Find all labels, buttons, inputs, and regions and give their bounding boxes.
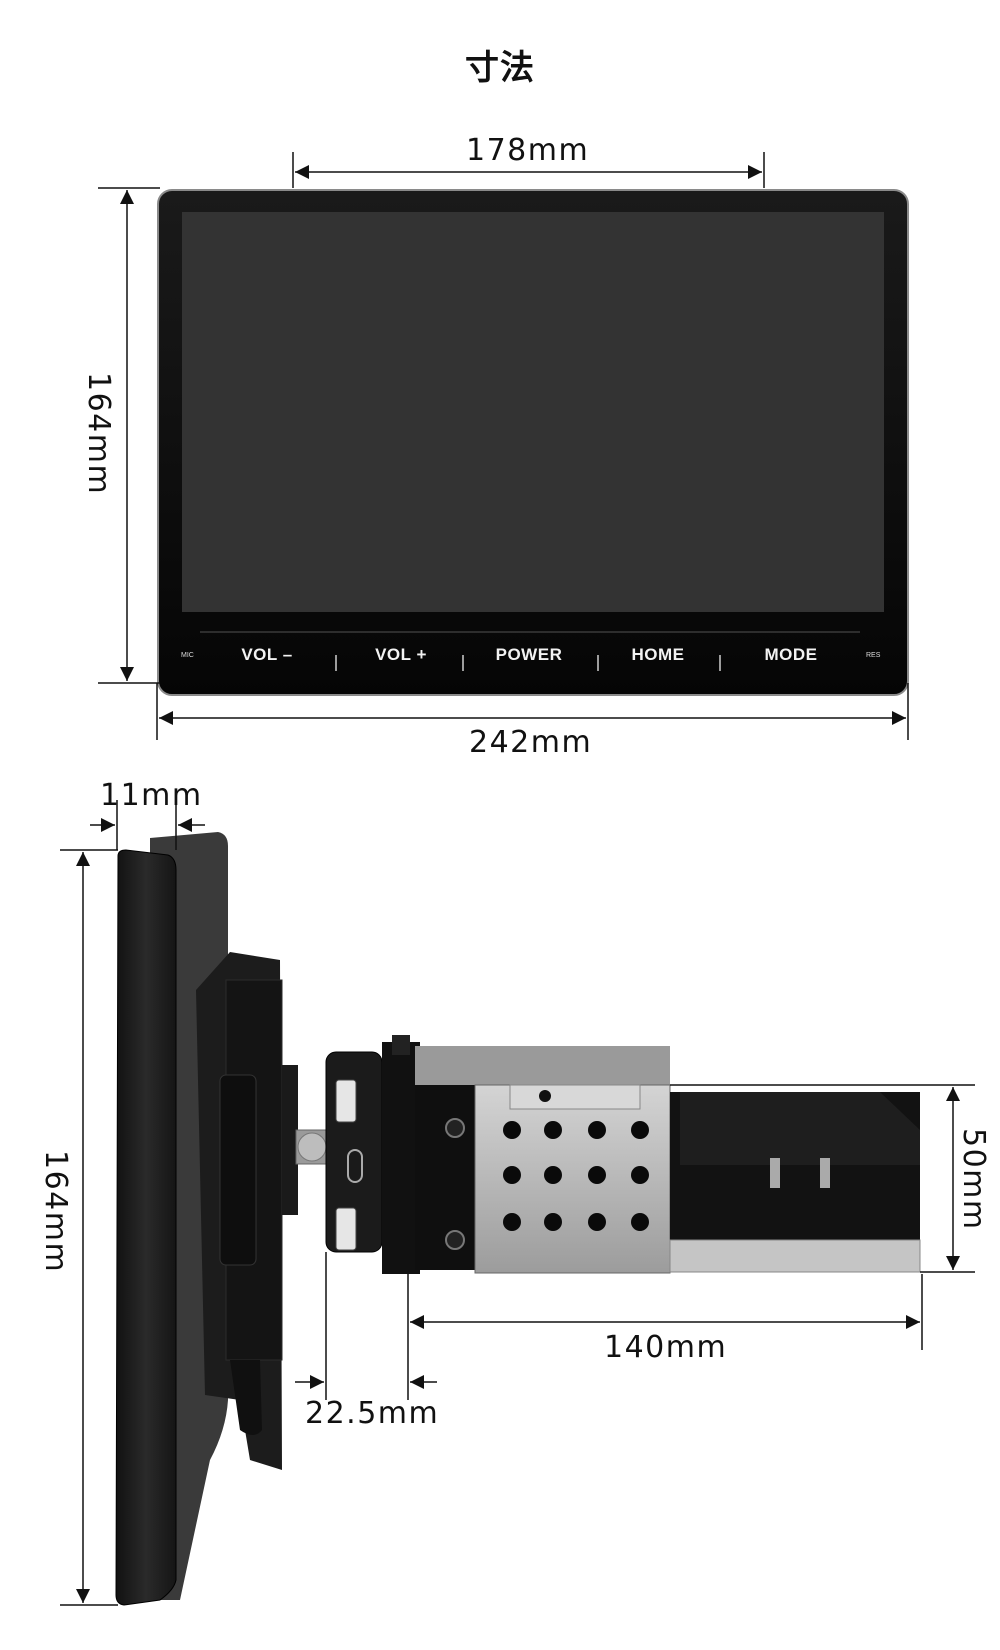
label-chassis-height: 50mm bbox=[956, 1128, 991, 1231]
power-button: POWER bbox=[495, 645, 563, 664]
dim-panel-thickness bbox=[90, 800, 205, 850]
mode-button: MODE bbox=[764, 645, 818, 664]
dim-total-width bbox=[156, 683, 909, 740]
usb-c-port bbox=[347, 1149, 363, 1183]
dim-chassis-height bbox=[670, 1084, 975, 1273]
label-mount-offset: 22.5mm bbox=[305, 1396, 440, 1431]
side-view bbox=[115, 832, 921, 1606]
page-title: 寸法 bbox=[465, 48, 535, 88]
dim-mount-offset bbox=[295, 1252, 437, 1400]
din-frame bbox=[382, 1042, 420, 1274]
panel-front-face bbox=[115, 849, 177, 1606]
home-button: HOME bbox=[631, 645, 685, 664]
front-screen bbox=[182, 212, 884, 612]
label-side-height: 164mm bbox=[38, 1150, 73, 1274]
usb-port-bottom bbox=[335, 1207, 357, 1251]
chassis-holes bbox=[503, 1121, 649, 1231]
chassis-floor bbox=[669, 1239, 921, 1273]
label-chassis-depth: 140mm bbox=[604, 1330, 728, 1365]
label-total-width: 242mm bbox=[469, 725, 593, 760]
vol-up-button: VOL + bbox=[375, 645, 427, 664]
usb-port-top bbox=[335, 1079, 357, 1123]
chassis-top bbox=[415, 1046, 670, 1091]
dim-front-height bbox=[98, 187, 160, 684]
vol-down-button: VOL – bbox=[241, 645, 293, 664]
mic-label: MIC bbox=[181, 652, 194, 659]
pivot-post bbox=[282, 1065, 298, 1215]
front-view bbox=[157, 189, 909, 696]
side-bracket bbox=[415, 1085, 475, 1270]
label-panel-thickness: 11mm bbox=[100, 778, 203, 813]
bracket-screw bbox=[445, 1118, 465, 1138]
dim-screen-width bbox=[292, 152, 765, 188]
dim-side-height bbox=[60, 849, 118, 1606]
dim-chassis-depth bbox=[407, 1274, 923, 1385]
label-screen-width: 178mm bbox=[466, 133, 590, 168]
res-label: RES bbox=[866, 652, 881, 659]
bracket-screw bbox=[445, 1230, 465, 1250]
label-front-height: 164mm bbox=[81, 372, 116, 496]
